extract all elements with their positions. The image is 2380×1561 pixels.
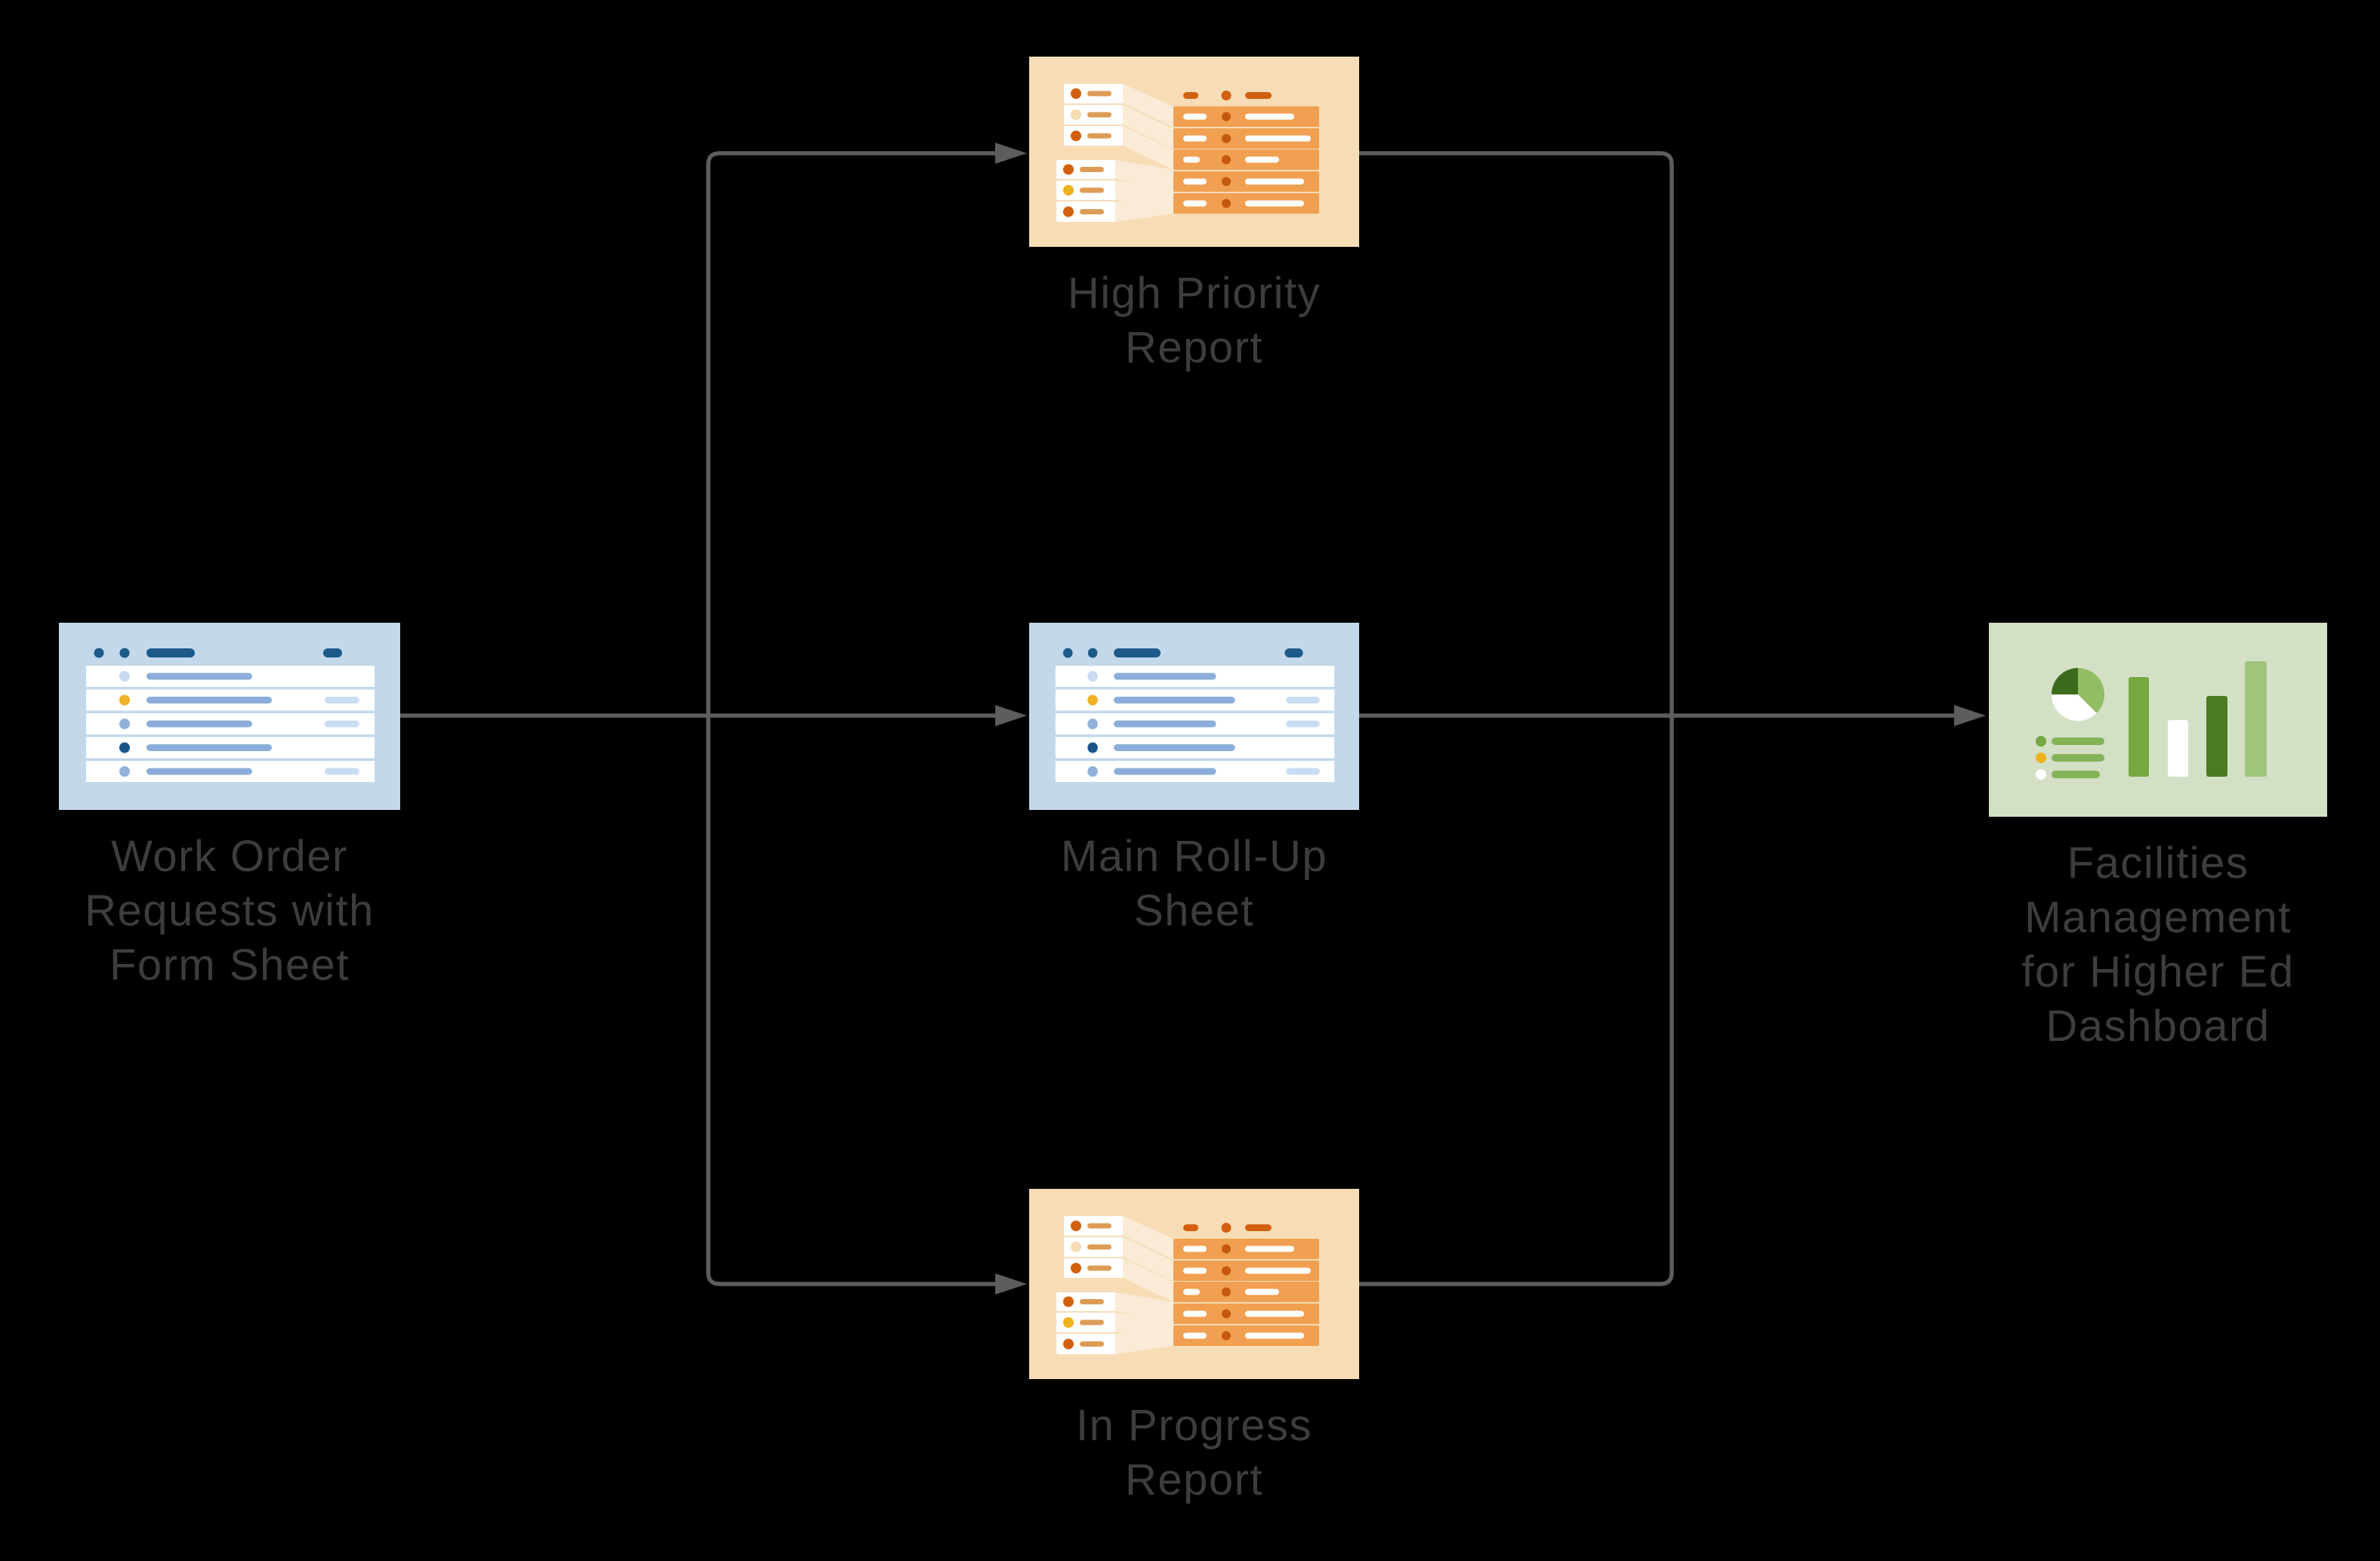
node-facilities-dashboard: Facilities Management for Higher Ed Dash… bbox=[1989, 623, 2327, 1054]
node-main-roll-up-sheet: Main Roll-Up Sheet bbox=[1029, 623, 1359, 938]
node-label: In Progress Report bbox=[1029, 1399, 1359, 1507]
node-label: Main Roll-Up Sheet bbox=[1029, 830, 1359, 938]
arrowhead-icon bbox=[995, 705, 1027, 726]
arrowhead-icon bbox=[995, 1273, 1027, 1295]
edge-reports-merge-bracket bbox=[1359, 151, 1674, 1286]
legend-rows bbox=[2036, 736, 2104, 780]
label-line: Main Roll-Up bbox=[1060, 832, 1328, 881]
label-line: Report bbox=[1124, 323, 1264, 372]
label-line: High Priority bbox=[1067, 269, 1321, 318]
node-label: Facilities Management for Higher Ed Dash… bbox=[1989, 836, 2327, 1054]
arrowhead-icon bbox=[1954, 705, 1986, 726]
label-line: Report bbox=[1124, 1455, 1264, 1504]
label-line: Dashboard bbox=[2046, 1002, 2271, 1051]
spreadsheet-sheet-icon bbox=[1029, 623, 1359, 810]
arrowhead-icon bbox=[995, 143, 1027, 164]
node-label: Work Order Requests with Form Sheet bbox=[59, 830, 400, 993]
spreadsheet-sheet-icon bbox=[59, 623, 400, 810]
label-line: Requests with bbox=[85, 886, 375, 935]
edge-workorder-to-inprogress bbox=[706, 716, 997, 1286]
node-high-priority-report: High Priority Report bbox=[1029, 57, 1359, 375]
label-line: Management bbox=[2024, 893, 2292, 942]
label-line: for Higher Ed bbox=[2021, 947, 2295, 996]
bar-chart-icon bbox=[2129, 661, 2267, 777]
label-line: Form Sheet bbox=[109, 941, 350, 990]
label-line: Facilities bbox=[2067, 839, 2249, 888]
label-line: Work Order bbox=[111, 832, 348, 881]
label-line: In Progress bbox=[1075, 1401, 1313, 1450]
edge-workorder-to-highpriority bbox=[706, 151, 997, 716]
dashboard-charts-icon bbox=[1989, 623, 2327, 817]
report-table-icon bbox=[1029, 1189, 1359, 1379]
report-table-icon bbox=[1029, 57, 1359, 247]
node-in-progress-report: In Progress Report bbox=[1029, 1189, 1359, 1507]
node-label: High Priority Report bbox=[1029, 266, 1359, 375]
pie-chart-icon bbox=[2052, 668, 2105, 722]
label-line: Sheet bbox=[1133, 886, 1255, 935]
node-work-order-form-sheet: Work Order Requests with Form Sheet bbox=[59, 623, 400, 993]
